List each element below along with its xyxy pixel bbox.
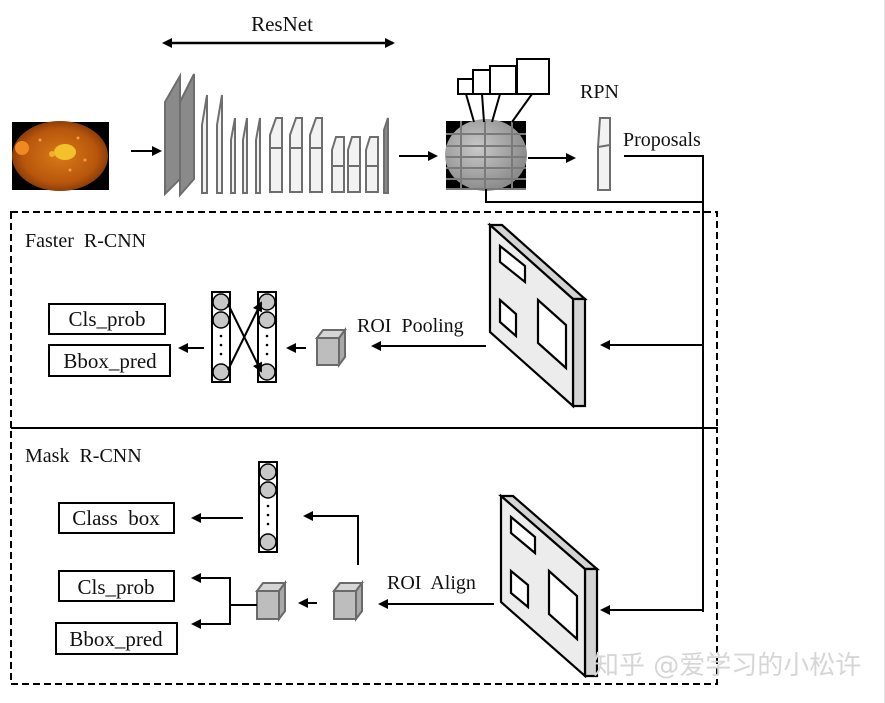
cube-to-mask-fc-arrow (303, 511, 359, 565)
faster-output-bbox-pred: Bbox_pred (48, 344, 171, 377)
cls-prob-label: Cls_prob (68, 307, 145, 331)
mask-cls-prob-label: Cls_prob (77, 575, 154, 599)
watermark: 知乎 @爱学习的小松许 (593, 651, 861, 681)
resnet-layer (230, 117, 236, 194)
roi-region (547, 568, 579, 642)
input-fundus-image (12, 121, 109, 191)
mask-output-cls-prob: Cls_prob (58, 570, 175, 602)
roi-aligned-feature-cube (332, 580, 364, 622)
fc-layer-left (211, 291, 231, 383)
roi-region (509, 568, 530, 610)
roi-region (498, 243, 527, 285)
fc-layer-right (257, 291, 277, 383)
mask-output-bbox-pred: Bbox_pred (55, 622, 178, 655)
anchor-box (472, 69, 491, 95)
rpn-layer (597, 117, 611, 191)
resnet-layers (164, 72, 389, 198)
roi-region (536, 297, 568, 371)
cube-to-bbox-pred-arrow (191, 605, 231, 629)
mask-rcnn-section (10, 427, 718, 685)
proposals-label: Proposals (623, 129, 701, 151)
roi-region (509, 514, 537, 556)
roi-region (498, 297, 518, 339)
featuremap-to-roi-line (485, 189, 703, 203)
proposals-line (624, 155, 704, 612)
resnet-layer (201, 94, 208, 194)
mask-head-feature-cube (255, 580, 287, 622)
feature-map-grid (445, 119, 527, 191)
anchor-box (516, 58, 550, 95)
resnet-label: ResNet (251, 12, 313, 36)
faster-feature-panel (487, 222, 588, 409)
anchor-box (489, 65, 517, 95)
resnet-layer (365, 136, 379, 193)
fc-layers (211, 291, 277, 383)
resnet-layer (242, 117, 248, 194)
anchor-boxes (457, 58, 550, 123)
resnet-layer (179, 73, 195, 198)
resnet-layer (289, 117, 303, 193)
class-box-label: Class box (72, 506, 160, 530)
resnet-layer (269, 117, 283, 193)
mask-fc-layer (258, 461, 278, 553)
faster-rcnn-section (10, 211, 718, 429)
resnet-layer (255, 117, 261, 194)
roi-align-label: ROI Align (387, 572, 476, 594)
resnet-layer (216, 94, 223, 194)
cube-to-cls-prob-arrow (191, 573, 257, 606)
mask-feature-panel (498, 493, 600, 679)
resnet-layer (347, 136, 361, 193)
resnet-layer (383, 117, 389, 194)
resnet-layer (309, 117, 323, 193)
rpn-label: RPN (580, 81, 619, 103)
resnet-layer (164, 72, 181, 197)
bbox-pred-label: Bbox_pred (63, 349, 157, 373)
anchor-box (457, 78, 474, 95)
roi-pooling-label: ROI Pooling (357, 315, 464, 337)
resnet-layer (331, 136, 345, 193)
mask-rcnn-label: Mask R-CNN (25, 445, 142, 467)
mask-bbox-pred-label: Bbox_pred (69, 627, 163, 651)
faster-rcnn-label: Faster R-CNN (25, 230, 146, 252)
faster-output-cls-prob: Cls_prob (48, 303, 166, 335)
mask-output-class-box: Class box (58, 502, 175, 534)
roi-pooled-feature-cube (315, 327, 347, 368)
